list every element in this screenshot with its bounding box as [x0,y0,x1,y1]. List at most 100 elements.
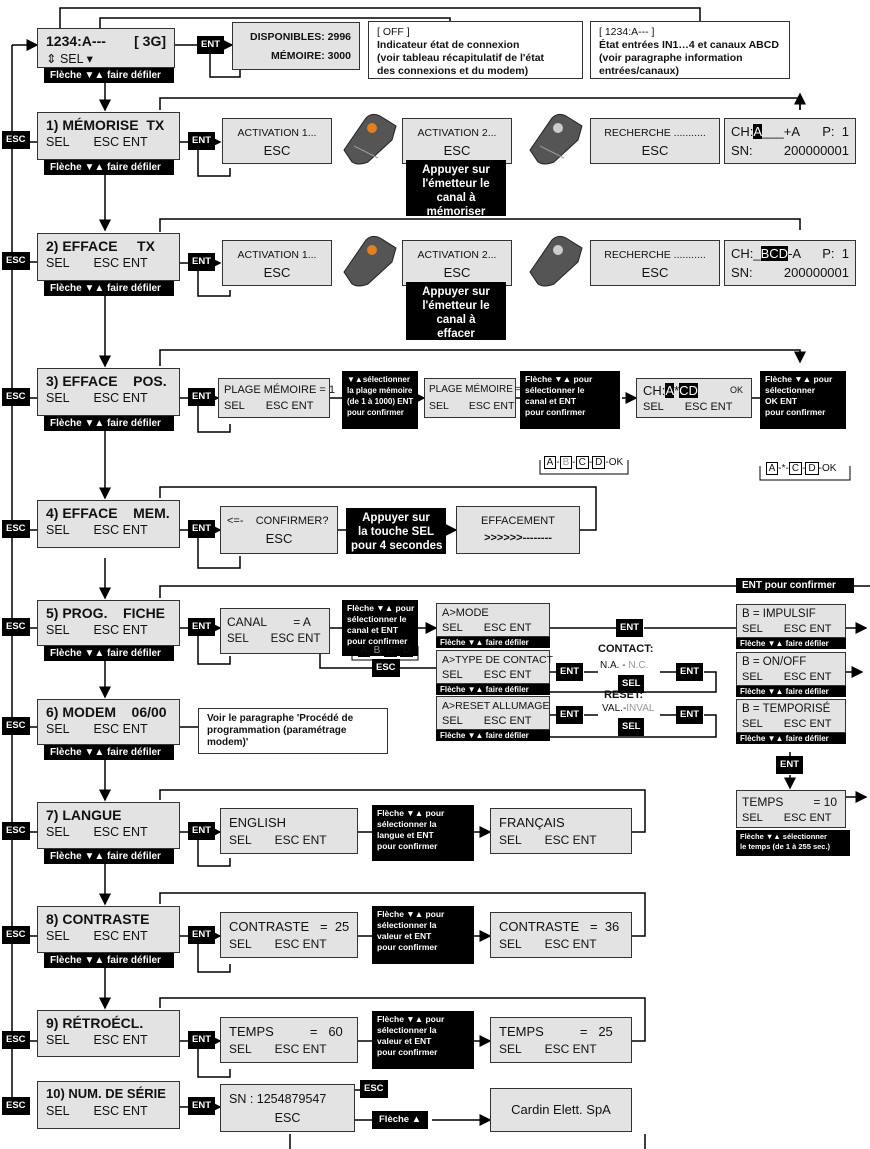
ent-tag[interactable]: ENT [188,1031,215,1049]
menu-9-sub: SEL ESC ENT [46,1033,148,1047]
ch-channel: BCD [760,246,789,261]
activation2-label: ACTIVATION 2... [417,127,497,139]
francais-box: FRANÇAIS SEL ESC ENT [490,808,632,854]
temps60-sub: SEL ESC ENT [229,1042,327,1056]
activation2-esc: ESC [443,265,471,280]
seq2-ok: OK [821,463,837,474]
menu-10[interactable]: 10) NUM. DE SÉRIE SEL ESC ENT [37,1081,180,1129]
esc-tag[interactable]: ESC [2,822,30,840]
contraste36-sub: SEL ESC ENT [499,937,597,951]
ent-tag[interactable]: ENT [188,520,215,538]
esc-tag[interactable]: ESC [2,388,30,406]
canal-sub: SEL ESC ENT [227,633,321,645]
reset-val: VAL. [602,703,623,714]
ent-tag[interactable]: ENT [188,132,215,150]
ent-tag[interactable]: ENT [556,706,583,724]
scroll-hint: Flèche ▼▲ faire défiler [436,637,550,648]
scroll-hint: Flèche ▼▲ faire défiler [44,849,174,864]
menu-3[interactable]: 3) EFFACE POS. SEL ESC ENT [37,368,180,416]
confirm-box: <=- CONFIRMER? ESC [220,506,338,554]
ent-tag[interactable]: ENT [188,926,215,944]
ch3-ok: OK [729,385,743,395]
temps25-label: TEMPS = 25 [499,1024,613,1039]
ent-tag[interactable]: ENT [188,822,215,840]
activation1-label: ACTIVATION 1... [237,249,317,261]
note-connection-text: Indicateur état de connexion (voir table… [377,39,545,77]
contact-type-box: A>TYPE DE CONTACT SEL ESC ENT [436,650,553,684]
esc-tag[interactable]: ESC [372,659,400,677]
temporise-label: B = TEMPORISÉ [742,703,831,715]
english-label: ENGLISH [229,815,287,830]
recherche-label: RECHERCHE ........... [604,249,706,261]
menu-5[interactable]: 5) PROG. FICHE SEL ESC ENT [37,600,180,646]
activation2-label: ACTIVATION 2... [417,249,497,261]
menu-3-title: 3) EFFACE POS. [46,373,167,389]
ent-confirm-bar: ENT pour confirmer [736,578,854,593]
menu-4-title: 4) EFFACE MEM. [46,505,170,521]
sel-tag[interactable]: SEL [618,718,645,736]
remote-control-icon [529,113,583,165]
contraste-note: Flèche ▼▲ pour sélectionner la valeur et… [372,906,474,964]
ent-tag[interactable]: ENT [676,706,703,724]
esc-tag[interactable]: ESC [360,1080,388,1098]
esc-tag[interactable]: ESC [2,520,30,538]
esc-tag[interactable]: ESC [2,926,30,944]
reset-inval: INVAL [626,703,655,714]
channel-note: Flèche ▼▲ pour sélectionner le canal et … [520,371,620,429]
esc-tag[interactable]: ESC [2,618,30,636]
channel-select-box: CH:A*CD OK SEL ESC ENT [636,378,752,418]
esc-tag[interactable]: ESC [2,1031,30,1049]
menu-2[interactable]: 2) EFFACE TX SEL ESC ENT [37,233,180,281]
menu-10-sub: SEL ESC ENT [46,1104,148,1118]
scroll-hint: Flèche ▼▲ faire défiler [44,646,174,661]
ent-tag[interactable]: ENT [188,253,215,271]
menu-1-sub: SEL ESC ENT [46,135,148,149]
temps60-label: TEMPS = 60 [229,1024,343,1039]
cardin-label: Cardin Elett. SpA [511,1102,611,1117]
ent-tag[interactable]: ENT [616,619,643,637]
esc-tag[interactable]: ESC [2,1097,30,1115]
ch3-cd: CD [679,383,698,398]
esc-tag[interactable]: ESC [2,131,30,149]
ch3-a: A [665,383,675,398]
menu-9[interactable]: 9) RÉTROÉCL. SEL ESC ENT [37,1010,180,1057]
ent-tag[interactable]: ENT [188,618,215,636]
esc-tag[interactable]: ESC [2,252,30,270]
ch3-label: CH: [643,383,666,398]
main-screen-line1: 1234:A--- [46,33,106,49]
ent-tag[interactable]: ENT [197,36,224,54]
ent-tag[interactable]: ENT [188,1097,215,1115]
menu-8[interactable]: 8) CONTRASTE SEL ESC ENT [37,906,180,953]
channel-result-box: CH:_BCD-A P: 1 SN: 200000001 [724,240,856,286]
sn-value: 200000001 [783,143,849,158]
serial-box: SN : 1254879547 ESC [220,1084,355,1132]
plage-memoire-1-box: PLAGE MÉMOIRE = 1 SEL ESC ENT [218,378,335,418]
esc-tag[interactable]: ESC [2,717,30,735]
remote-control-icon [529,235,583,287]
scroll-hint: Flèche ▼▲ faire défiler [44,953,174,968]
temporise-box: B = TEMPORISÉ SEL ESC ENT [736,699,846,733]
menu-1[interactable]: 1) MÉMORISE TX SEL ESC ENT [37,112,180,160]
scroll-hint: Flèche ▼▲ faire défiler [44,281,174,296]
note-connection: [ OFF ] Indicateur état de connexion (vo… [368,21,583,79]
ent-tag[interactable]: ENT [556,663,583,681]
press-transmitter-note: Appuyer sur l'émetteur le canal à mémori… [406,160,506,218]
fleche-tag[interactable]: Flèche ▲ [372,1111,429,1129]
menu-6[interactable]: 6) MODEM 06/00 SEL ESC ENT [37,699,180,745]
note-inputs-title: [ 1234:A--- ] [599,26,655,38]
ent-tag[interactable]: ENT [676,663,703,681]
menu-4[interactable]: 4) EFFACE MEM. SEL ESC ENT [37,500,180,548]
seq1-a: A [543,456,557,469]
contact-options: N.A. - N.C. [600,660,649,671]
activation2-esc: ESC [443,143,471,158]
contact-nc: N.C. [628,660,649,671]
temps-60-box: TEMPS = 60 SEL ESC ENT [220,1017,358,1063]
sel-tag[interactable]: SEL [618,675,645,693]
ent-tag[interactable]: ENT [776,756,803,774]
retroecl-note: Flèche ▼▲ pour sélectionner la valeur et… [372,1011,474,1069]
menu-7[interactable]: 7) LANGUE SEL ESC ENT [37,802,180,849]
ent-tag[interactable]: ENT [188,388,215,406]
menu-2-title: 2) EFFACE TX [46,238,155,254]
activation1-esc: ESC [263,265,291,280]
menu-6-sub: SEL ESC ENT [46,722,148,736]
